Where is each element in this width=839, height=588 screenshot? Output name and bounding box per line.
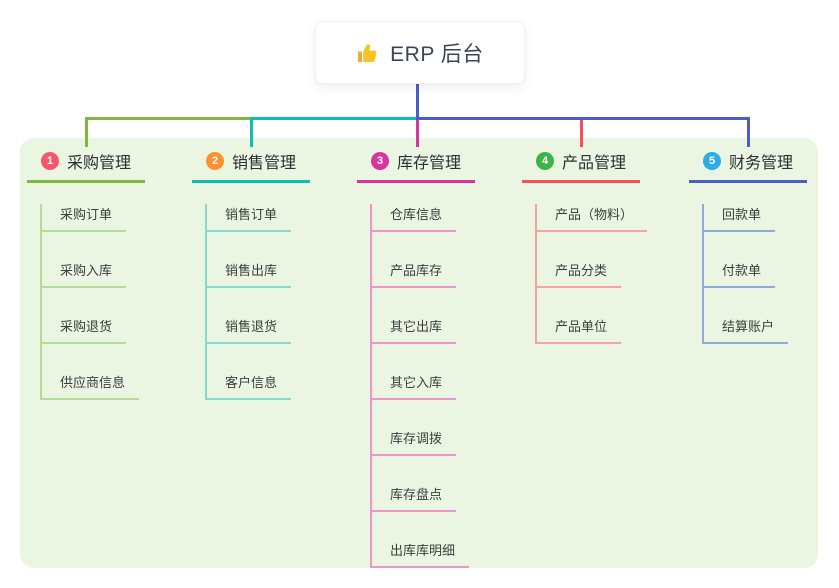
branch-header-5[interactable]: 5 财务管理: [689, 149, 807, 183]
branch-children: 销售订单销售出库销售退货客户信息: [205, 204, 292, 400]
branch-children: 采购订单采购入库采购退货供应商信息: [40, 204, 140, 400]
child-node[interactable]: 采购入库: [42, 260, 127, 288]
branch-4: 4 产品管理产品（物料） 产品分类产品单位: [522, 149, 682, 344]
child-node[interactable]: 其它出库: [372, 316, 457, 344]
connector-drop-branch-1: [85, 117, 88, 147]
child-node[interactable]: 产品单位: [537, 316, 622, 344]
child-node[interactable]: 库存盘点: [372, 484, 457, 512]
branch-number-badge: 2: [206, 152, 224, 170]
child-node[interactable]: 产品分类: [537, 260, 622, 288]
thumbs-up-icon: [358, 43, 377, 62]
branch-5: 5 财务管理回款单付款单结算账户: [689, 149, 839, 344]
branch-title: 库存管理: [397, 155, 462, 172]
child-node[interactable]: 回款单: [704, 204, 776, 232]
branch-title: 采购管理: [67, 155, 132, 172]
child-node[interactable]: 仓库信息: [372, 204, 457, 232]
branch-header-3[interactable]: 3 库存管理: [357, 149, 475, 183]
child-node[interactable]: 销售出库: [207, 260, 292, 288]
branch-title: 财务管理: [729, 155, 794, 172]
child-node[interactable]: 采购订单: [42, 204, 127, 232]
child-node[interactable]: 产品（物料）: [537, 204, 648, 232]
child-node[interactable]: 销售退货: [207, 316, 292, 344]
branch-header-4[interactable]: 4 产品管理: [522, 149, 640, 183]
child-node[interactable]: 产品库存: [372, 260, 457, 288]
connector-drop-branch-4: [580, 120, 583, 147]
branch-3: 3 库存管理仓库信息产品库存其它出库其它入库库存调拨库存盘点出库库明细: [357, 149, 517, 568]
root-node[interactable]: ERP 后台: [315, 21, 525, 84]
branch-number-badge: 4: [536, 152, 554, 170]
child-node[interactable]: 销售订单: [207, 204, 292, 232]
child-node[interactable]: 出库库明细: [372, 540, 470, 568]
connector-root-vertical: [416, 82, 419, 118]
branch-2: 2 销售管理销售订单销售出库销售退货客户信息: [192, 149, 352, 400]
branch-header-2[interactable]: 2 销售管理: [192, 149, 310, 183]
child-node[interactable]: 供应商信息: [42, 372, 140, 400]
connector-drop-branch-3: [416, 120, 419, 147]
child-node[interactable]: 客户信息: [207, 372, 292, 400]
branch-children: 产品（物料） 产品分类产品单位: [535, 204, 648, 344]
connector-bus-left: [85, 117, 253, 120]
child-node[interactable]: 采购退货: [42, 316, 127, 344]
child-node[interactable]: 库存调拨: [372, 428, 457, 456]
branch-header-1[interactable]: 1 采购管理: [27, 149, 145, 183]
branch-children: 仓库信息产品库存其它出库其它入库库存调拨库存盘点出库库明细: [370, 204, 470, 568]
branch-title: 产品管理: [562, 155, 627, 172]
branch-title: 销售管理: [232, 155, 297, 172]
branch-number-badge: 5: [703, 152, 721, 170]
branch-number-badge: 3: [371, 152, 389, 170]
branch-children: 回款单付款单结算账户: [702, 204, 789, 344]
child-node[interactable]: 其它入库: [372, 372, 457, 400]
child-node[interactable]: 结算账户: [704, 316, 789, 344]
connector-drop-branch-5: [747, 117, 750, 147]
connector-drop-branch-2: [250, 117, 253, 147]
connector-bus-mid: [250, 117, 419, 120]
root-title: ERP 后台: [390, 42, 484, 66]
branches-panel: [20, 138, 818, 568]
connector-bus-right: [416, 117, 750, 120]
branch-1: 1 采购管理采购订单采购入库采购退货供应商信息: [27, 149, 187, 400]
child-node[interactable]: 付款单: [704, 260, 776, 288]
branch-number-badge: 1: [41, 152, 59, 170]
